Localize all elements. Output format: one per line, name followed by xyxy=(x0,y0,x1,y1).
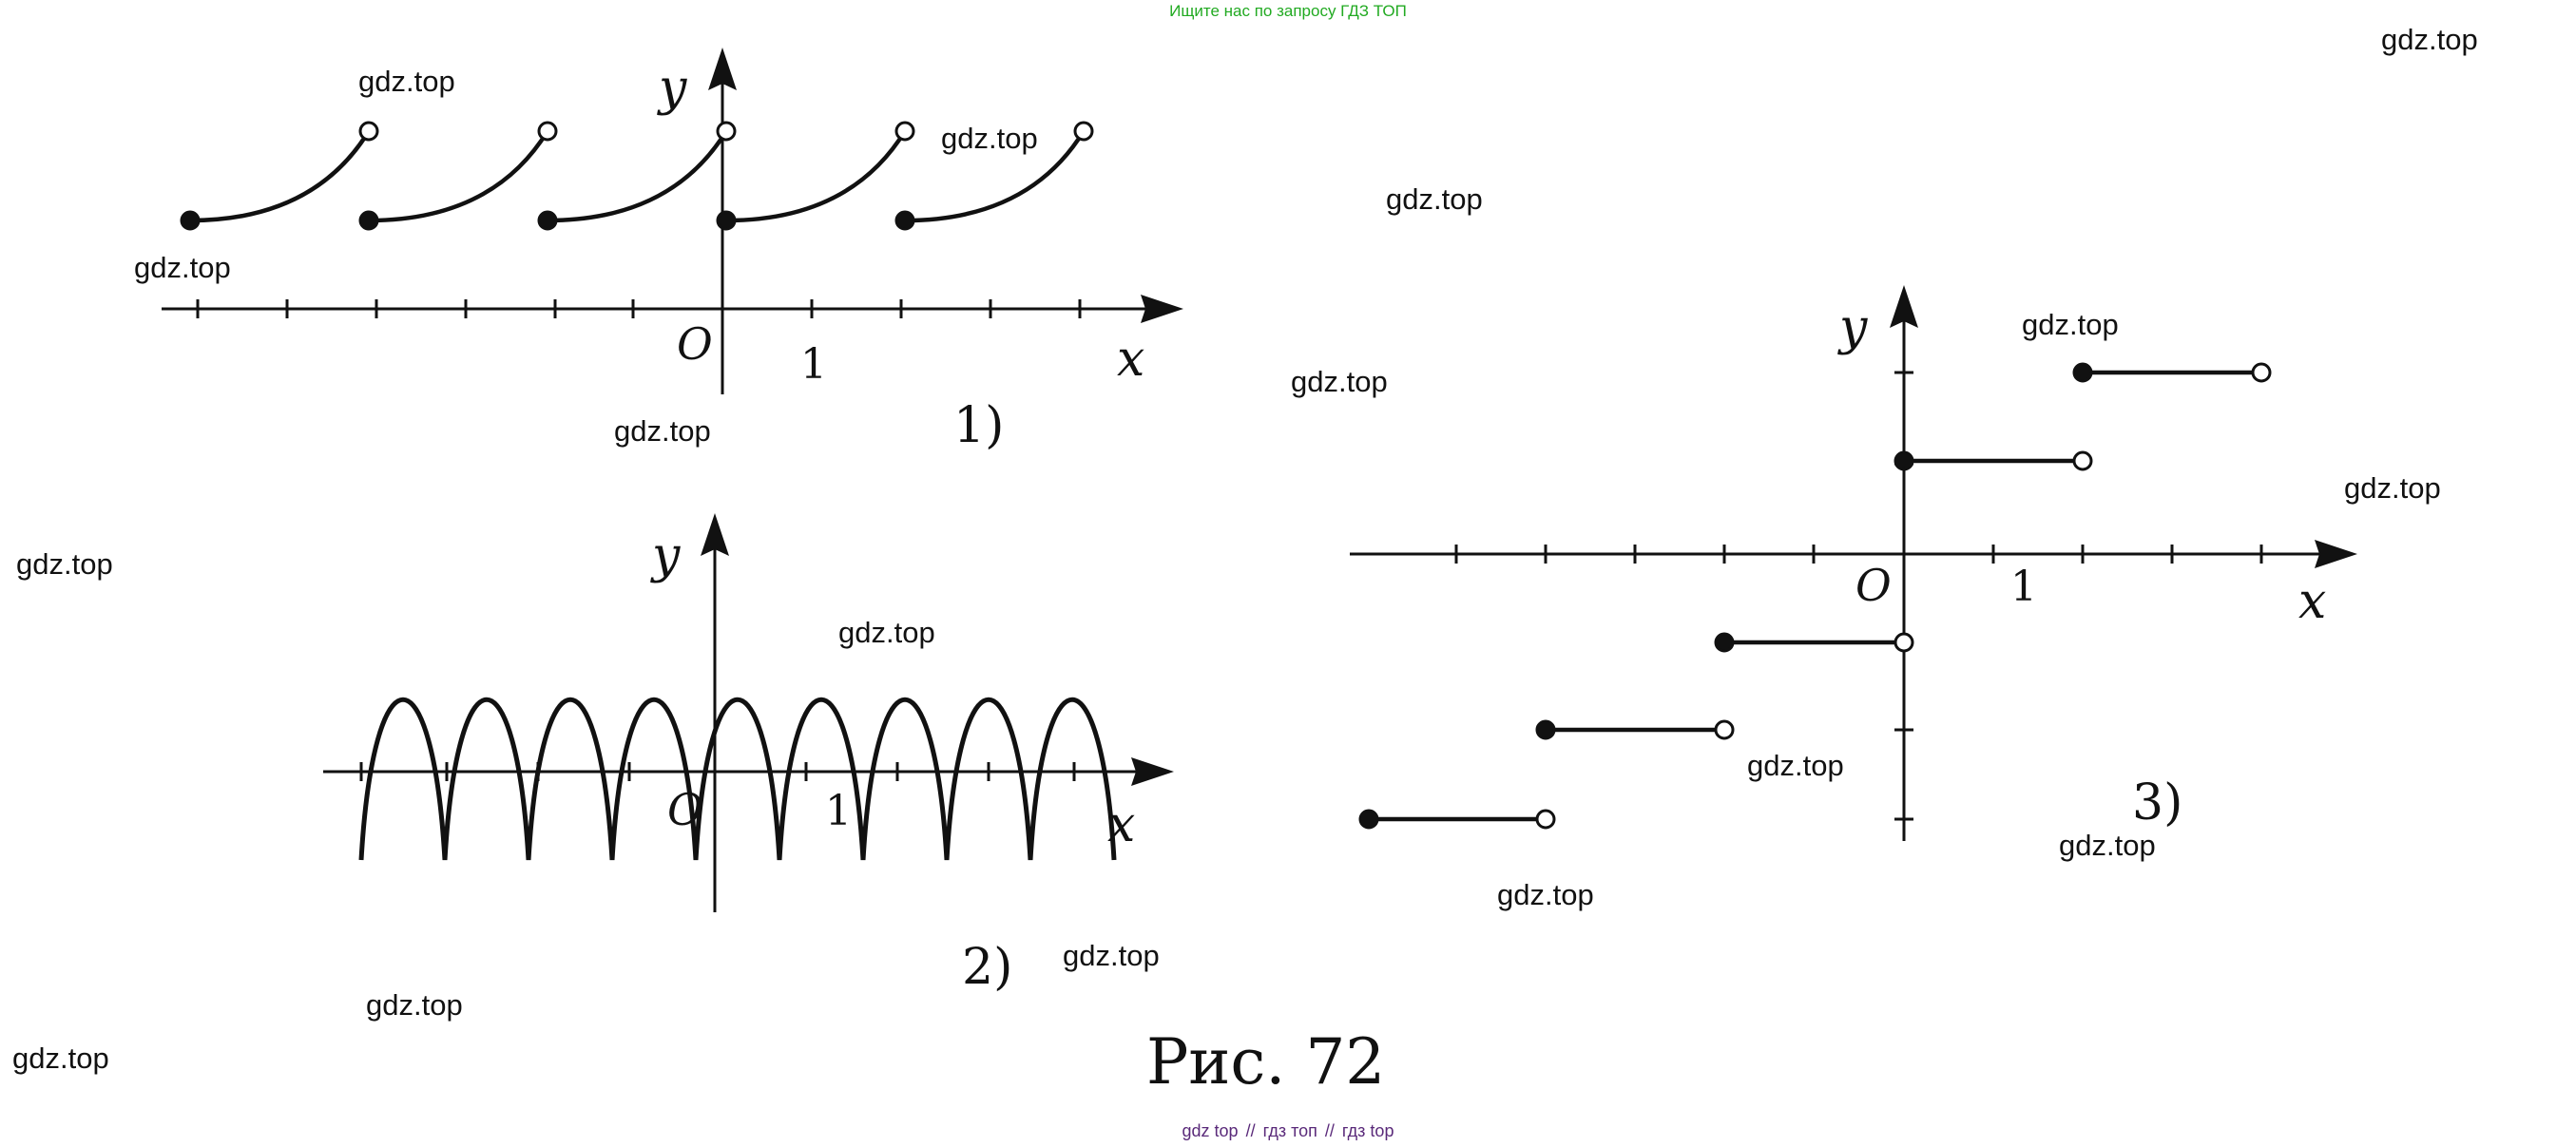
watermark: gdz.top xyxy=(366,988,463,1022)
panel-1-x-arrow xyxy=(1141,295,1183,323)
panel-3-y-label: y xyxy=(1837,299,1868,356)
figure-caption: Рис. 72 xyxy=(1146,1025,1385,1099)
watermark: gdz.top xyxy=(941,122,1038,155)
watermark: gdz.top xyxy=(838,616,935,649)
watermark: gdz.top xyxy=(1497,878,1594,911)
panel-3: y O 1 x 3) xyxy=(1350,285,2357,841)
footer-links: gdz top // гдз топ // гдз top xyxy=(0,1121,2576,1141)
watermark: gdz.top xyxy=(2022,308,2119,341)
panel-1-y-label: y xyxy=(657,60,687,117)
panel-1-unit-label: 1 xyxy=(800,340,827,389)
panel-1-arc xyxy=(368,129,549,223)
footer-separator: // xyxy=(1245,1121,1256,1140)
closed-point xyxy=(2072,362,2093,383)
panel-3-x-arrow xyxy=(2315,540,2357,568)
watermark: gdz.top xyxy=(1291,365,1388,398)
panel-3-unit-label: 1 xyxy=(2010,563,2037,611)
open-point xyxy=(894,121,915,142)
closed-point xyxy=(180,210,201,231)
panel-2-x-arrow xyxy=(1131,757,1174,786)
panel-1-arc xyxy=(189,129,371,223)
panel-1-curves xyxy=(189,129,1086,223)
panel-1-label: 1) xyxy=(953,397,1004,454)
footer-separator: // xyxy=(1324,1121,1335,1140)
closed-point xyxy=(716,210,737,231)
watermark: gdz.top xyxy=(1386,182,1483,216)
panel-2-x-label: x xyxy=(1107,796,1135,853)
open-point xyxy=(2251,362,2272,383)
panel-3-x-label: x xyxy=(2298,573,2326,630)
panel-1-points xyxy=(180,121,1094,231)
closed-point xyxy=(1894,450,1914,471)
watermark: gdz.top xyxy=(614,414,711,448)
watermark: gdz.top xyxy=(2344,471,2441,505)
closed-point xyxy=(1714,632,1735,653)
footer-link[interactable]: гдз top xyxy=(1341,1121,1394,1140)
watermark: gdz.top xyxy=(2381,23,2478,56)
open-point xyxy=(1894,632,1914,653)
watermark: gdz.top xyxy=(1063,939,1160,972)
watermark: gdz.top xyxy=(134,251,231,284)
closed-point xyxy=(537,210,558,231)
watermark: gdz.top xyxy=(16,547,113,581)
panel-1-arc xyxy=(725,129,907,223)
watermark: gdz.top xyxy=(12,1042,109,1075)
panel-2-unit-label: 1 xyxy=(825,787,852,835)
closed-point xyxy=(358,210,379,231)
panel-2-origin-label: O xyxy=(667,784,703,835)
panel-2-y-arrow xyxy=(701,513,729,556)
panel-1-y-arrow xyxy=(708,48,737,90)
panel-1-arc xyxy=(904,129,1086,223)
panel-2: y O 1 x 2) xyxy=(323,513,1174,996)
watermark: gdz.top xyxy=(358,65,455,98)
panel-2-label: 2) xyxy=(962,939,1012,996)
panel-3-origin-label: O xyxy=(1855,560,1892,611)
panel-3-x-ticks xyxy=(1454,545,2263,564)
panel-3-points xyxy=(1358,362,2272,830)
panel-2-curve xyxy=(358,698,1117,861)
panel-2-y-label: y xyxy=(650,527,681,584)
open-point xyxy=(2072,450,2093,471)
panel-1-origin-label: O xyxy=(677,318,713,370)
panel-1-arc xyxy=(547,129,728,223)
panel-3-segments xyxy=(1369,370,2261,822)
open-point xyxy=(1714,719,1735,740)
panel-1-ticks xyxy=(196,299,1082,318)
panel-1: y O 1 x 1) xyxy=(162,48,1183,454)
closed-point xyxy=(1535,719,1556,740)
search-hint[interactable]: Ищите нас по запросу ГДЗ ТОП xyxy=(1169,2,1407,20)
open-point xyxy=(1073,121,1094,142)
panel-3-label: 3) xyxy=(2132,774,2182,832)
watermark: gdz.top xyxy=(2059,829,2156,862)
watermark: gdz.top xyxy=(1747,749,1844,782)
footer-link[interactable]: гдз топ xyxy=(1262,1121,1317,1140)
panel-3-y-arrow xyxy=(1890,285,1918,328)
open-point xyxy=(1535,809,1556,830)
footer-link[interactable]: gdz top xyxy=(1182,1121,1239,1140)
open-point xyxy=(716,121,737,142)
closed-point xyxy=(894,210,915,231)
open-point xyxy=(358,121,379,142)
closed-point xyxy=(1358,809,1379,830)
panel-1-x-label: x xyxy=(1117,331,1144,388)
open-point xyxy=(537,121,558,142)
